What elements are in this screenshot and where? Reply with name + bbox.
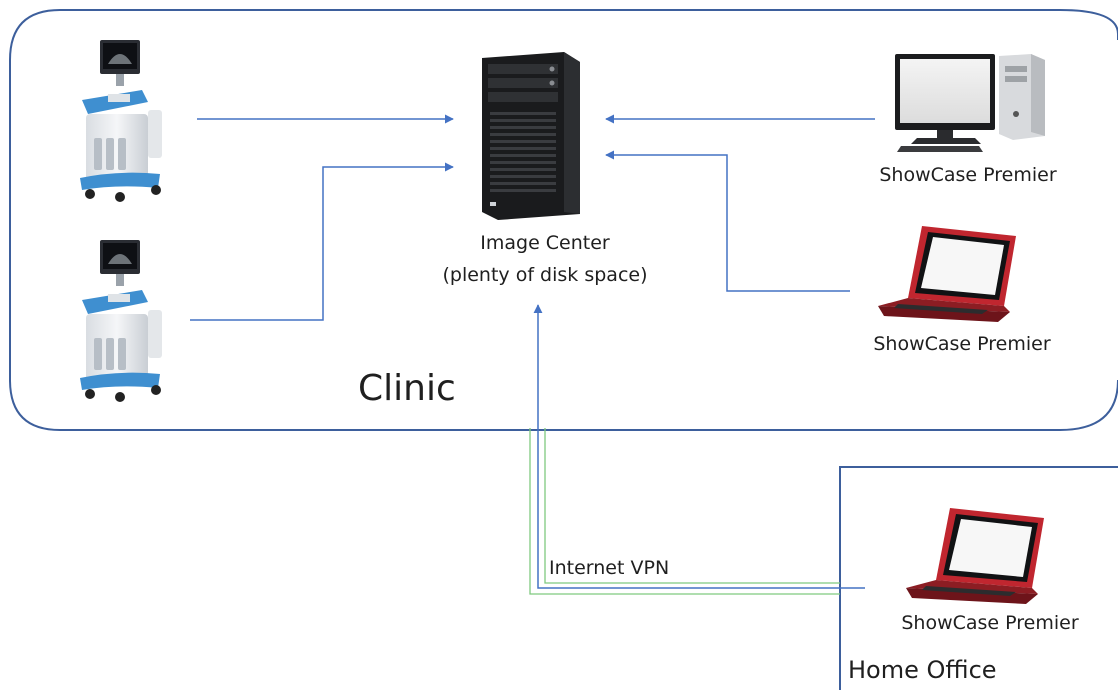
home-office-boundary [839,466,1118,690]
connection-arrows [190,114,875,589]
home-laptop-workstation-label: ShowCase Premier [901,612,1079,634]
arrow-clinic-laptop-to-server [605,150,850,292]
ultrasound-machine-icon [80,40,162,202]
desktop-workstation-label: ShowCase Premier [879,164,1057,186]
clinic-laptop-workstation-label: ShowCase Premier [873,333,1051,355]
desktop-computer-icon [895,54,1045,152]
clinic-boundary [9,9,1118,431]
vpn-link-label: Internet VPN [549,557,670,579]
server-tower-icon [482,52,580,220]
vpn-link [529,428,840,595]
arrow-ultrasound-2-to-server [190,162,454,321]
arrow-home-laptop-to-server [533,304,865,589]
home-office-zone-label: Home Office [848,656,997,684]
server-title-label: Image Center [480,232,610,254]
ultrasound-machine-icon [80,240,162,402]
clinic-zone-label: Clinic [358,368,456,409]
server-subtitle-label: (plenty of disk space) [442,264,648,286]
laptop-icon [878,226,1016,322]
laptop-icon [906,508,1044,604]
